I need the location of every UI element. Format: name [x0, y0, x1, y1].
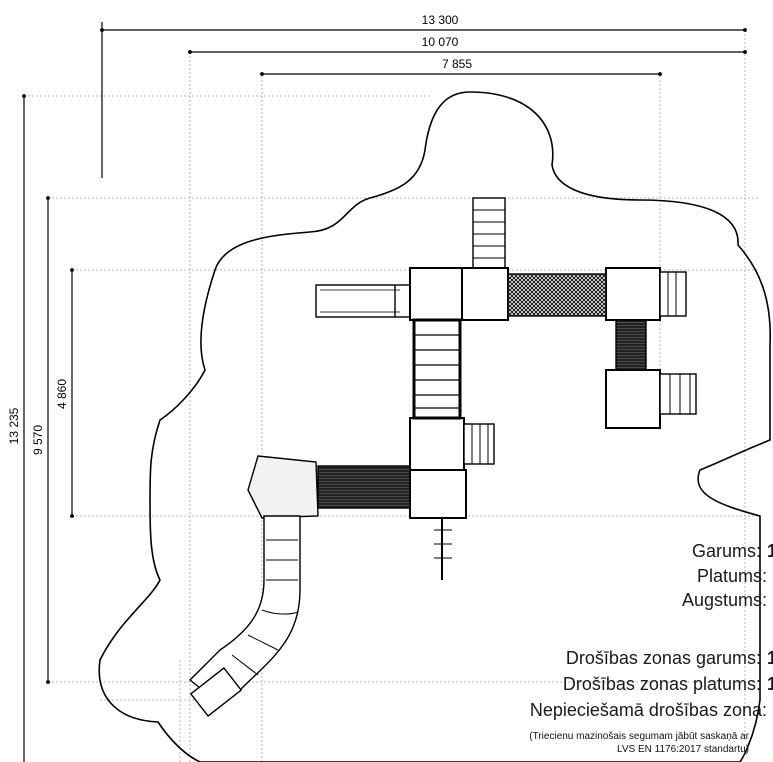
safety-zone-outline: [98, 91, 772, 762]
spec-zone-width-value: 1:: [766, 674, 773, 694]
spec-zone-width-label: Drošības zonas platums:: [562, 674, 761, 694]
slide-exit: [189, 667, 243, 717]
stair-right: [615, 319, 647, 371]
platform-top-left: [409, 267, 467, 321]
surface-standard-note: (Triecienu mazinošais segumam jābūt sask…: [529, 730, 749, 756]
spec-zone-length-label: Drošības zonas garums:: [565, 648, 761, 668]
note-line-2: LVS EN 1176:2017 standartu): [617, 744, 749, 755]
spec-zone-area-label: Nepieciešamā drošības zona:: [529, 700, 767, 720]
spec-zone-width: Drošības zonas platums:1:: [563, 674, 773, 695]
slide-tower: [247, 455, 319, 519]
spec-width: Platums:9: [697, 566, 773, 587]
spec-zone-length-value: 1:: [766, 648, 773, 668]
spec-height-label: Augstums:: [681, 590, 767, 610]
vertical-bridge: [412, 318, 462, 420]
spec-length-label: Garums:: [691, 541, 761, 561]
dim-total-width: 13 300: [422, 13, 459, 27]
dim-mid-height: 9 570: [31, 425, 45, 455]
dim-total-height: 13 235: [7, 407, 21, 444]
spec-zone-area: Nepieciešamā drošības zona:9: [530, 700, 773, 721]
small-ladder: [463, 423, 495, 465]
tube-slide: [188, 515, 301, 701]
right-ladder-top: [659, 271, 687, 317]
note-line-1: (Triecienu mazinošais segumam jābūt sask…: [529, 731, 749, 742]
playground-structure: [188, 197, 697, 717]
dim-mid-width: 10 070: [422, 35, 459, 49]
spec-zone-length: Drošības zonas garums:1:: [566, 648, 773, 669]
spec-length: Garums:1(: [692, 541, 773, 562]
platform-mid-left: [409, 417, 465, 471]
platform-mid-right: [605, 369, 661, 429]
dimension-lines: [22, 22, 747, 762]
spec-height: Augstums:3: [682, 590, 773, 611]
dim-inner-width: 7 855: [442, 57, 472, 71]
right-ladder-bottom: [659, 373, 697, 415]
spec-length-value: 1(: [766, 541, 773, 561]
platform-top-mid: [461, 267, 509, 321]
net-bridge-bottom: [317, 465, 411, 509]
dim-inner-height: 4 860: [55, 379, 69, 409]
platform-top-right: [605, 267, 661, 321]
platform-bottom: [409, 469, 467, 519]
spec-width-label: Platums:: [696, 566, 767, 586]
net-bridge-top: [507, 273, 607, 317]
